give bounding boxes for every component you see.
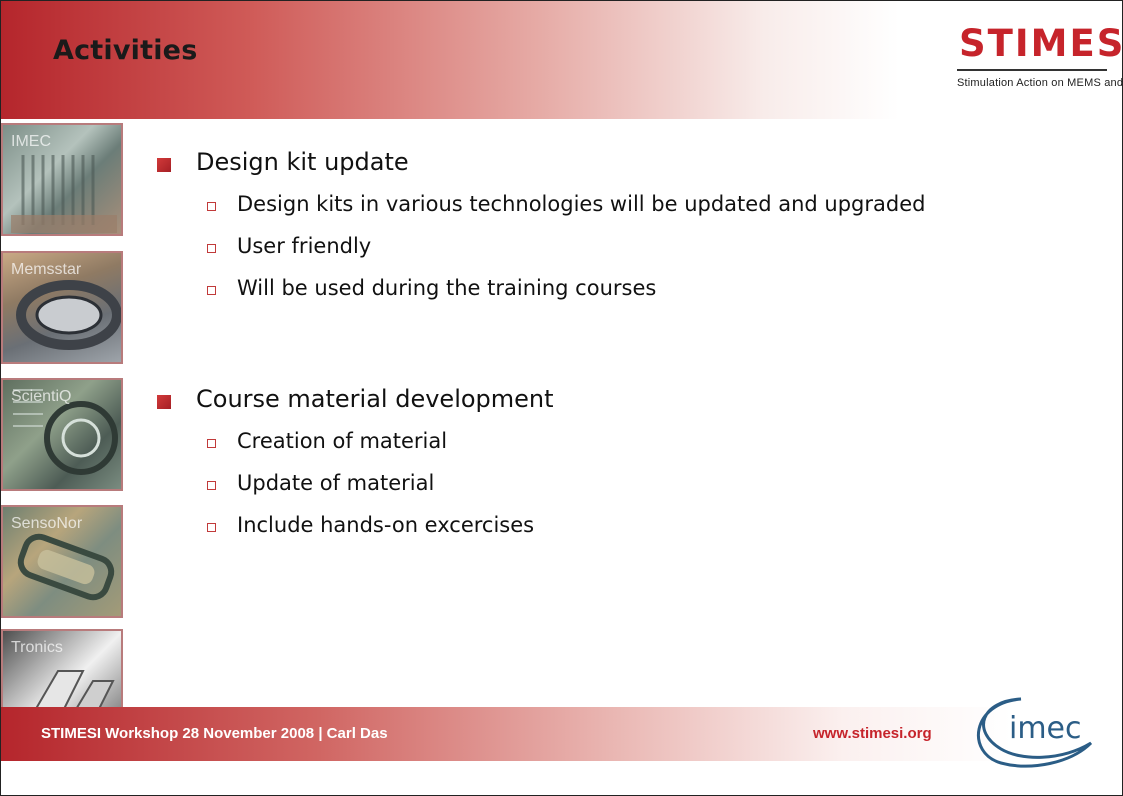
slide-title: Activities [53, 35, 198, 66]
side-image-sensonor: SensoNor [1, 505, 123, 618]
hollow-square-bullet-icon [207, 244, 216, 253]
imec-logo-text: imec [1009, 711, 1082, 746]
sub-bullet-text: Design kits in various technologies will… [237, 192, 926, 216]
hollow-square-bullet-icon [207, 202, 216, 211]
side-image-caption: Tronics [11, 639, 63, 656]
footer-event-text: STIMESI Workshop 28 November 2008 | Carl… [41, 725, 388, 742]
mems-sensor-photo-icon [17, 533, 115, 601]
imec-swirl-icon [976, 697, 1093, 768]
sub-bullet-text: Update of material [237, 471, 435, 495]
side-image-caption: SensoNor [11, 515, 83, 532]
sub-bullet-text: Include hands-on excercises [237, 513, 535, 537]
side-image-caption: Memsstar [11, 261, 82, 278]
bullet-heading-text: Course material development [196, 385, 554, 413]
mems-ring-photo-icon [16, 280, 121, 350]
red-square-bullet-icon [157, 395, 171, 409]
hollow-square-bullet-icon [207, 523, 216, 532]
stimesi-logo-wordmark: STIMESI [959, 22, 1123, 65]
side-image-scientiq: ScientiQ [1, 378, 123, 491]
logo-divider [957, 69, 1107, 71]
stimesi-logo-tagline: Stimulation Action on MEMS and SiP [957, 77, 1123, 89]
sub-bullet-text: Will be used during the training courses [237, 276, 657, 300]
footer-website-link[interactable]: www.stimesi.org [813, 725, 932, 742]
imec-logo: imec [961, 691, 1111, 771]
sub-bullet-text: Creation of material [237, 429, 448, 453]
mems-chip-photo-icon [11, 155, 117, 233]
side-image-caption: ScientiQ [11, 388, 72, 405]
mems-gear-photo-icon [13, 389, 118, 475]
hollow-square-bullet-icon [207, 481, 216, 490]
side-image-memsstar: Memsstar [1, 251, 123, 364]
header-bar: Activities STIMESI Stimulation Action on… [1, 1, 1122, 119]
side-image-imec: IMEC [1, 123, 123, 236]
footer-bar: STIMESI Workshop 28 November 2008 | Carl… [1, 707, 1122, 761]
stimesi-logo: STIMESI Stimulation Action on MEMS and S… [947, 23, 1122, 103]
bullet-heading-text: Design kit update [196, 148, 409, 176]
side-image-caption: IMEC [11, 133, 51, 150]
hollow-square-bullet-icon [207, 439, 216, 448]
hollow-square-bullet-icon [207, 286, 216, 295]
sub-bullet-text: User friendly [237, 234, 372, 258]
red-square-bullet-icon [157, 158, 171, 172]
